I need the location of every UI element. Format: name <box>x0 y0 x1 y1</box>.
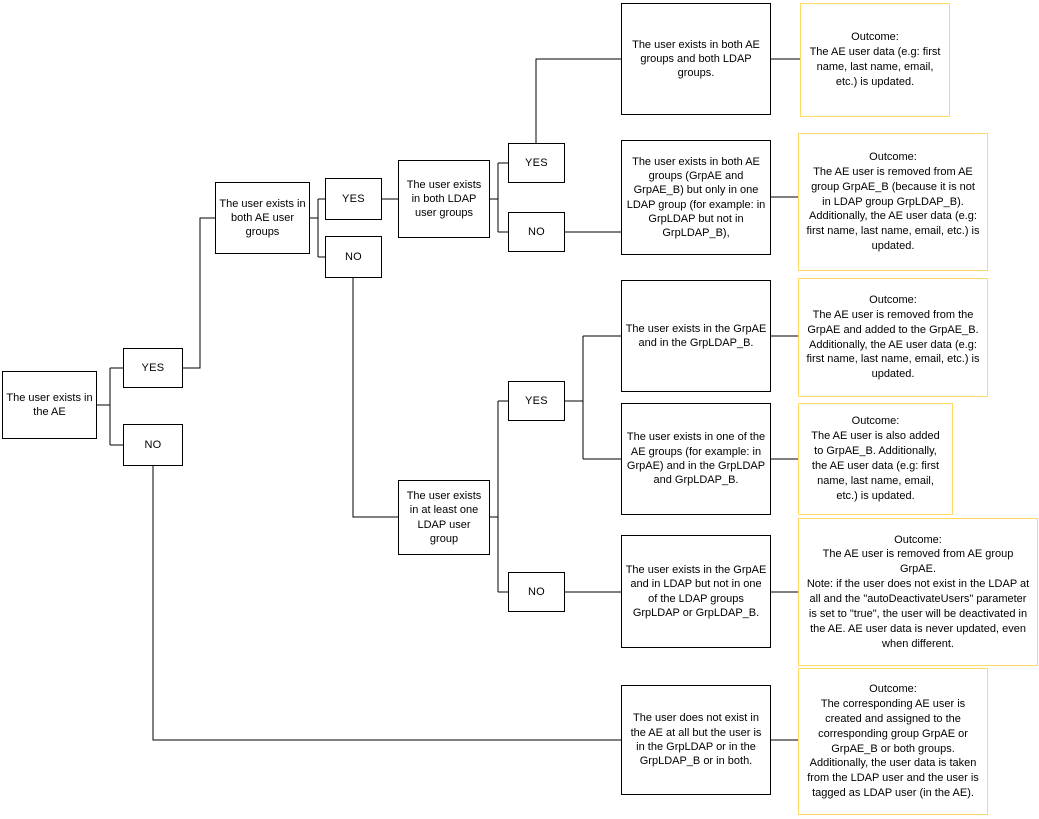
node-grpae-not-in-ldap-groups: The user exists in the GrpAE and in LDAP… <box>621 535 771 648</box>
connector-at-least-one-split <box>490 400 508 593</box>
branch-no-at-least-one: NO <box>508 572 565 612</box>
outcome-body: The AE user is removed from the GrpAE an… <box>806 308 980 381</box>
branch-yes-at-least-one: YES <box>508 381 565 421</box>
node-user-exists-in-ae: The user exists in the AE <box>2 371 97 439</box>
outcome-title: Outcome: <box>869 683 917 696</box>
outcome-title: Outcome: <box>894 533 942 546</box>
branch-no-root: NO <box>123 424 183 466</box>
branch-yes-root: YES <box>123 348 183 388</box>
outcome-added-to-grpae-b: Outcome: The AE user is also added to Gr… <box>798 403 953 515</box>
node-both-ae-one-ldap: The user exists in both AE groups (GrpAE… <box>621 140 771 255</box>
connector-no1-to-not-in-ae <box>152 466 621 741</box>
branch-no-both-ae: NO <box>325 236 382 278</box>
outcome-body: The AE user is removed from AE group Grp… <box>806 548 1030 650</box>
connector-no2-to-at-least-one <box>352 278 398 518</box>
connector-yes1-to-both-ae <box>183 217 215 369</box>
outcome-title: Outcome: <box>851 31 899 44</box>
outcome-removed-grpae-deactivate: Outcome: The AE user is removed from AE … <box>798 518 1038 666</box>
outcome-body: The corresponding AE user is created and… <box>807 697 979 800</box>
connector-yes3-to-d1 <box>535 58 621 143</box>
connector-both-ae-split <box>310 198 325 258</box>
outcome-removed-grpae-b: Outcome: The AE user is removed from AE … <box>798 133 988 271</box>
branch-no-both-ldap: NO <box>508 212 565 252</box>
outcome-user-created: Outcome: The corresponding AE user is cr… <box>798 668 988 815</box>
connector-both-ldap-split <box>490 162 508 233</box>
outcome-moved-to-grpae-b: Outcome: The AE user is removed from the… <box>798 278 988 397</box>
outcome-title: Outcome: <box>869 293 917 306</box>
outcome-body: The AE user is also added to GrpAE_B. Ad… <box>811 430 940 502</box>
branch-yes-both-ldap: YES <box>508 143 565 183</box>
node-both-ae-both-ldap: The user exists in both AE groups and bo… <box>621 3 771 115</box>
connector-yes4-split <box>565 335 621 460</box>
node-at-least-one-ldap-group: The user exists in at least one LDAP use… <box>398 480 490 555</box>
node-not-in-ae: The user does not exist in the AE at all… <box>621 685 771 795</box>
node-both-ae-user-groups: The user exists in both AE user groups <box>215 182 310 254</box>
outcome-body: The AE user data (e.g: first name, last … <box>809 46 941 88</box>
outcome-data-updated: Outcome: The AE user data (e.g: first na… <box>800 3 950 117</box>
node-one-ae-both-ldap: The user exists in one of the AE groups … <box>621 403 771 515</box>
branch-yes-both-ae: YES <box>325 178 382 220</box>
node-both-ldap-user-groups: The user exists in both LDAP user groups <box>398 160 490 238</box>
node-grpae-and-grpldap-b: The user exists in the GrpAE and in the … <box>621 280 771 392</box>
outcome-title: Outcome: <box>851 415 900 428</box>
outcome-body: The AE user is removed from AE group Grp… <box>806 165 980 253</box>
connector-root-split <box>97 367 123 446</box>
outcome-title: Outcome: <box>869 151 917 164</box>
